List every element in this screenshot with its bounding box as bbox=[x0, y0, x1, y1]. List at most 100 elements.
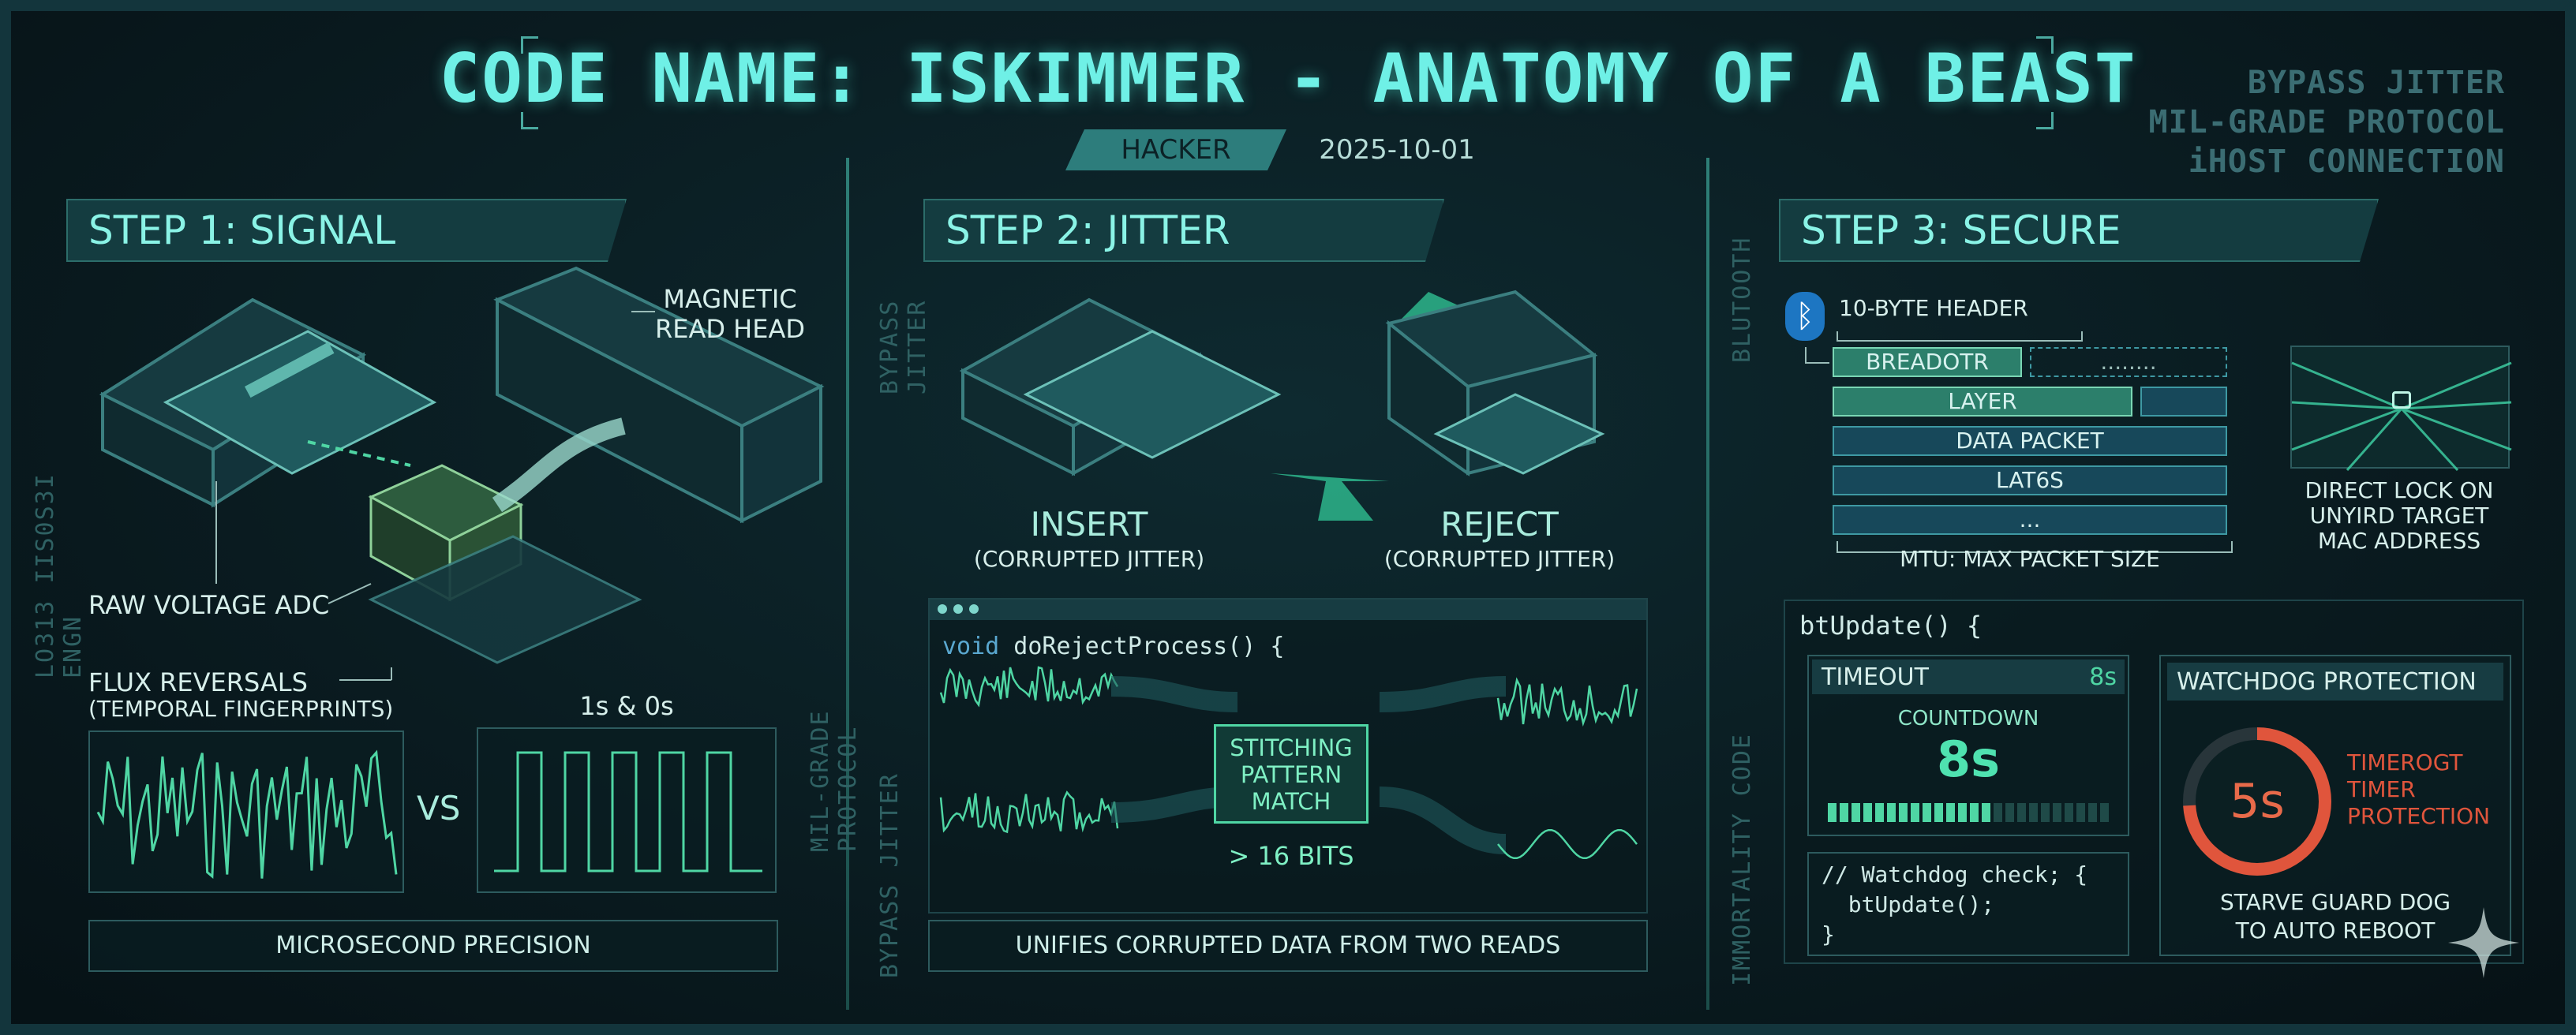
lock-icon bbox=[2392, 391, 2411, 409]
progress-segment bbox=[2017, 803, 2026, 822]
window-dot bbox=[938, 604, 947, 614]
insert-label: INSERT bbox=[1030, 505, 1148, 544]
watchdog-titlebar bbox=[2167, 663, 2503, 701]
watchdog-value: 5s bbox=[2230, 774, 2285, 829]
header-10byte-label: 10-BYTE HEADER bbox=[1839, 295, 2028, 321]
watchdog-code: // Watchdog check; { btUpdate(); } bbox=[1822, 861, 2088, 947]
frame-top bbox=[0, 0, 2576, 11]
progress-segment bbox=[2076, 803, 2085, 822]
packet-layer: BREADOTR bbox=[1833, 347, 2022, 377]
flux-reversals-sub: (TEMPORAL FINGERPRINTS) bbox=[88, 696, 394, 722]
reject-sub: (CORRUPTED JITTER) bbox=[1383, 546, 1616, 572]
progress-segment bbox=[2100, 803, 2109, 822]
precision-bar: MICROSECOND PRECISION bbox=[88, 920, 778, 972]
progress-segment bbox=[2041, 803, 2050, 822]
step2-header: STEP 2: JITTER RECOVERY bbox=[923, 199, 1444, 262]
progress-segment bbox=[1899, 803, 1908, 822]
countdown-value: 8s bbox=[1936, 730, 2001, 788]
code-line: void doRejectProcess() { bbox=[942, 631, 1284, 663]
watchdog-code-box: // Watchdog check; { btUpdate(); } bbox=[1807, 852, 2129, 956]
lock-tunnel bbox=[2291, 361, 2512, 472]
code-window: void doRejectProcess() { STITCHING PATTE… bbox=[928, 598, 1648, 914]
bluetooth-icon: ᛒ bbox=[1785, 292, 1825, 341]
frame-bottom bbox=[0, 1024, 2576, 1035]
packet-stack: BREADOTR ........ LAYER DATA PACKET LAT6… bbox=[1833, 347, 2227, 544]
note-line: MIL-GRADE PROTOCOL bbox=[2148, 104, 2505, 140]
progress-segment bbox=[2005, 803, 2014, 822]
progress-segment bbox=[1934, 803, 1943, 822]
magnetic-head-label: MAGNETIC READ HEAD bbox=[655, 284, 805, 344]
flux-waveform-box bbox=[88, 730, 404, 893]
code-keyword: void bbox=[942, 633, 1000, 660]
card-reader-illustration bbox=[99, 266, 825, 664]
vs-label: VS bbox=[417, 789, 461, 828]
title-bracket-br bbox=[2036, 112, 2054, 129]
progress-segment bbox=[1958, 803, 1967, 822]
square-wave-box bbox=[477, 727, 777, 893]
progress-segment bbox=[2053, 803, 2061, 822]
progress-segment bbox=[1828, 803, 1837, 822]
flux-waveform bbox=[96, 749, 398, 879]
progress-segment bbox=[1994, 803, 2002, 822]
packet-layer: LAT6S bbox=[1833, 465, 2227, 495]
packet-fill bbox=[2140, 387, 2227, 417]
frame-right bbox=[2565, 0, 2576, 1035]
code-function: doRejectProcess() { bbox=[999, 633, 1285, 660]
frame-left bbox=[0, 0, 11, 1035]
reject-label: REJECT bbox=[1440, 505, 1559, 544]
lock-visual bbox=[2290, 346, 2512, 472]
raw-voltage-label: RAW VOLTAGE ADC bbox=[88, 590, 330, 620]
progress-segment bbox=[2065, 803, 2073, 822]
packet-layer: LAYER bbox=[1833, 387, 2132, 417]
timer-protection-label: TIMEROGT TIMER PROTECTION bbox=[2347, 749, 2491, 829]
main-title: CODE NAME: ISKIMMER - ANATOMY OF A BEAST bbox=[439, 39, 2137, 118]
starve-label: STARVE GUARD DOG TO AUTO REBOOT bbox=[2219, 889, 2451, 943]
unifies-bar: UNIFIES CORRUPTED DATA FROM TWO READS bbox=[928, 920, 1648, 972]
arrow-down-icon bbox=[1271, 473, 1389, 521]
watchdog-gauge bbox=[2183, 727, 2331, 876]
progress-segment bbox=[1982, 803, 1990, 822]
progress-segment bbox=[1923, 803, 1931, 822]
title-bracket-tl bbox=[521, 36, 538, 54]
watchdog-box: WATCHDOG PROTECTION 5s TIMEROGT TIMER PR… bbox=[2159, 655, 2511, 956]
btupdate-code: btUpdate() { bbox=[1799, 611, 1983, 641]
unifies-label: UNIFIES CORRUPTED DATA FROM TWO READS bbox=[1015, 932, 1561, 959]
ones-zeros-label: 1s & 0s bbox=[579, 691, 674, 721]
step3-header: STEP 3: SECURE EXFILTRATION bbox=[1779, 199, 2379, 262]
tag-bar: HACKER 2025-10-01 bbox=[1065, 129, 1507, 170]
watchdog-title: WATCHDOG PROTECTION bbox=[2177, 668, 2477, 696]
note-line: BYPASS JITTER bbox=[2247, 65, 2505, 101]
packet-layer: DATA PACKET bbox=[1833, 426, 2227, 456]
countdown-label: COUNTDOWN bbox=[1897, 707, 2039, 730]
insert-sub: (CORRUPTED JITTER) bbox=[973, 546, 1205, 572]
note-line: iHOST CONNECTION bbox=[2188, 144, 2505, 180]
progress-segment bbox=[1911, 803, 1919, 822]
timeout-box: TIMEOUT 8s COUNTDOWN 8s bbox=[1807, 655, 2129, 836]
title-bracket-bl bbox=[521, 112, 538, 129]
lock-text: DIRECT LOCK ON UNYIRD TARGET MAC ADDRESS bbox=[2305, 477, 2494, 554]
packet-dots: ........ bbox=[2030, 347, 2227, 377]
timeout-titlebar bbox=[1812, 659, 2125, 694]
window-dot bbox=[969, 604, 979, 614]
packet-brackets bbox=[1805, 331, 2233, 553]
code-window-titlebar bbox=[930, 600, 1646, 620]
window-dot bbox=[953, 604, 963, 614]
title-bracket-tr bbox=[2036, 36, 2054, 54]
tag-date: 2025-10-01 bbox=[1319, 134, 1475, 166]
panel-divider-1 bbox=[846, 158, 849, 1010]
panel-divider-2 bbox=[1706, 158, 1709, 1010]
smooth-wave bbox=[1497, 828, 1638, 860]
precision-label: MICROSECOND PRECISION bbox=[275, 932, 591, 959]
progress-segment bbox=[1852, 803, 1860, 822]
progress-segment bbox=[1887, 803, 1896, 822]
sparkle-icon bbox=[2448, 907, 2519, 978]
progress-segment bbox=[2088, 803, 2097, 822]
stitching-box: STITCHING PATTERN MATCH bbox=[1214, 724, 1368, 824]
mtu-label: MTU: MAX PACKET SIZE bbox=[1900, 546, 2160, 572]
progress-segment bbox=[1875, 803, 1884, 822]
top-right-notes: BYPASS JITTER MIL-GRADE PROTOCOL iHOST C… bbox=[2149, 63, 2505, 181]
countdown-progress bbox=[1828, 803, 2112, 822]
progress-segment bbox=[1840, 803, 1848, 822]
progress-segment bbox=[1863, 803, 1872, 822]
